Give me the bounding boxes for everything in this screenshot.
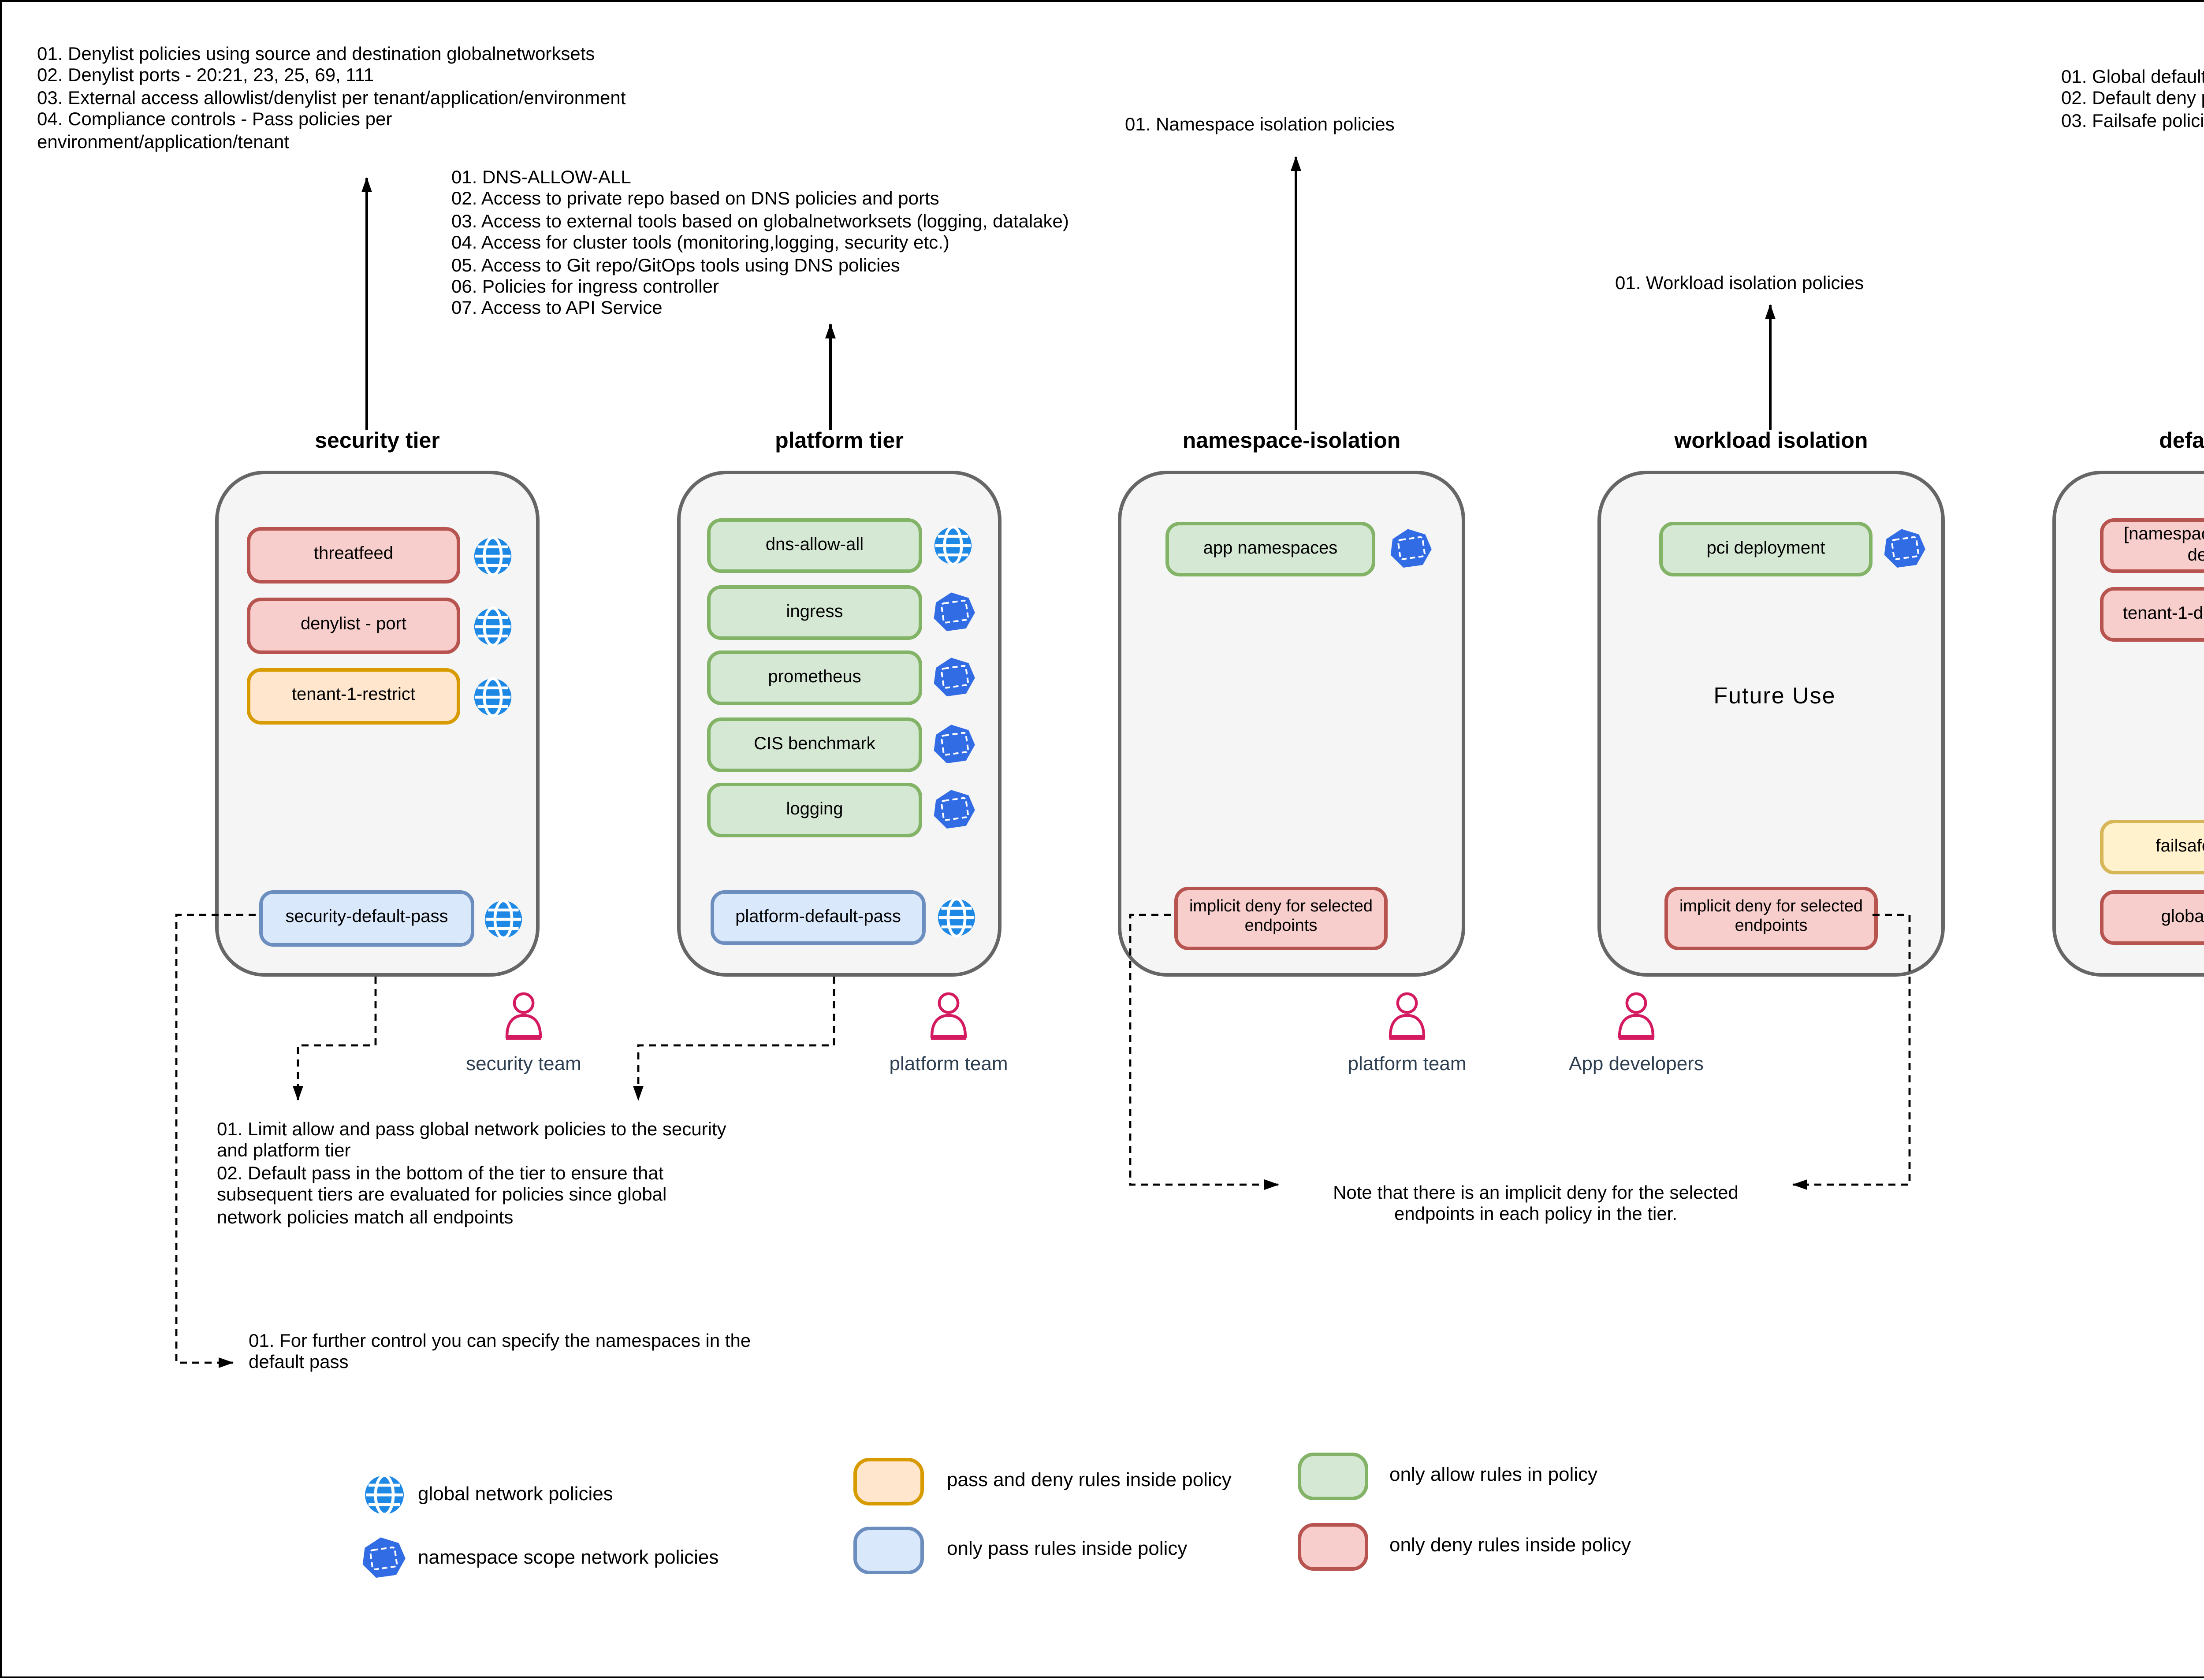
tier-platform: dns-allow-all ingress prometheus CIS ben…	[677, 471, 1001, 977]
policy-pci-deployment: pci deployment	[1659, 522, 1873, 576]
tier-title-default: default tier	[2159, 428, 2204, 453]
connector-security-limit	[293, 977, 377, 1101]
note-implicit-deny: Note that there is an implicit deny for …	[1333, 1183, 1739, 1226]
globe-icon	[474, 536, 512, 576]
policy-threatfeed: threatfeed	[247, 527, 460, 584]
policy-implicit-deny-ns: implicit deny for selected endpoints	[1174, 887, 1388, 950]
policy-logging: logging	[707, 783, 922, 837]
policy-denylist-port: denylist - port	[247, 598, 460, 654]
namespace-icon	[1387, 526, 1434, 571]
team-app-developers: App developers	[1557, 989, 1716, 1075]
namespace-icon	[930, 590, 977, 634]
tier-title-platform: platform tier	[775, 428, 904, 453]
tier-title-namespace-isolation: namespace-isolation	[1182, 428, 1401, 453]
tier-title-security: security tier	[315, 428, 440, 453]
legend-label-namespace: namespace scope network policies	[418, 1548, 719, 1569]
legend-swatch-pass-deny	[853, 1458, 924, 1505]
team-security-1: security team	[444, 989, 603, 1075]
globe-icon	[934, 525, 972, 566]
globe-icon	[484, 899, 522, 940]
globe-icon	[474, 606, 512, 647]
person-icon	[1618, 992, 1655, 1040]
policy-prometheus: prometheus	[707, 650, 922, 705]
legend-label-pass: only pass rules inside policy	[947, 1539, 1188, 1560]
namespace-icon	[930, 787, 977, 832]
legend-swatch-pass	[853, 1527, 924, 1574]
globe-icon	[938, 897, 975, 938]
note-further-control: 01. For further control you can specify …	[249, 1331, 751, 1374]
tier-title-workload-isolation: workload isolation	[1674, 428, 1868, 453]
legend-swatch-deny	[1298, 1523, 1368, 1571]
policy-app-namespaces: app namespaces	[1165, 522, 1375, 576]
team-label: security team	[466, 1054, 581, 1075]
legend-swatch-allow	[1298, 1453, 1368, 1500]
team-platform-1: platform team	[869, 989, 1028, 1075]
legend-label-deny: only deny rules inside policy	[1389, 1535, 1631, 1557]
policy-failsafe-allow: failsafe-allow	[2100, 820, 2204, 874]
tier-namespace-isolation: app namespaces implicit deny for selecte…	[1118, 471, 1465, 977]
tier-workload-isolation: pci deployment Future Use implicit deny …	[1597, 471, 1945, 977]
legend-label-pass-deny: pass and deny rules inside policy	[947, 1470, 1232, 1491]
policy-global-deny: global-deny	[2100, 890, 2204, 945]
namespace-icon	[930, 655, 977, 699]
legend-globe-icon	[365, 1474, 404, 1516]
policy-namespace-default-deny: [namespace]-default-deny	[2100, 518, 2204, 573]
namespace-icon	[1880, 526, 1928, 571]
person-icon	[505, 992, 542, 1040]
note-platform-tier: 01. DNS-ALLOW-ALL 02. Access to private …	[451, 167, 1069, 320]
policy-dns-allow-all: dns-allow-all	[707, 518, 922, 573]
note-namespace-isolation: 01. Namespace isolation policies	[1125, 115, 1395, 136]
note-workload-isolation: 01. Workload isolation policies	[1615, 273, 1864, 294]
team-label: platform team	[889, 1054, 1008, 1075]
tier-default: [namespace]-default-deny tenant-1-defaul…	[2052, 471, 2204, 977]
person-icon	[930, 992, 967, 1040]
connector-platform-limit	[633, 977, 835, 1101]
policy-platform-default-pass: platform-default-pass	[711, 890, 926, 945]
legend-namespace-icon	[359, 1534, 408, 1580]
person-icon	[1389, 992, 1426, 1040]
legend-label-allow: only allow rules in policy	[1389, 1465, 1597, 1486]
policy-ingress: ingress	[707, 585, 922, 640]
team-label: platform team	[1348, 1054, 1467, 1075]
legend-label-global: global network policies	[418, 1484, 613, 1505]
note-security-tier: 01. Denylist policies using source and d…	[37, 44, 626, 152]
policy-cis-benchmark: CIS benchmark	[707, 717, 922, 772]
namespace-icon	[930, 722, 977, 766]
note-default-tier: 01. Global default deny 02. Default deny…	[2061, 67, 2204, 132]
tier-security: threatfeed denylist - port tenant-1-rest…	[215, 471, 540, 977]
team-label: App developers	[1569, 1054, 1704, 1075]
policy-tenant-1-restrict: tenant-1-restrict	[247, 668, 460, 725]
note-limit-allow-pass: 01. Limit allow and pass global network …	[217, 1119, 726, 1228]
policy-implicit-deny-workload: implicit deny for selected endpoints	[1664, 887, 1878, 950]
globe-icon	[474, 677, 512, 717]
future-use-label: Future Use	[1713, 682, 1836, 709]
team-platform-2: platform team	[1328, 989, 1486, 1075]
policy-tenant-1-default-deny: tenant-1-default-deny	[2100, 587, 2204, 642]
policy-security-default-pass: security-default-pass	[259, 890, 474, 947]
